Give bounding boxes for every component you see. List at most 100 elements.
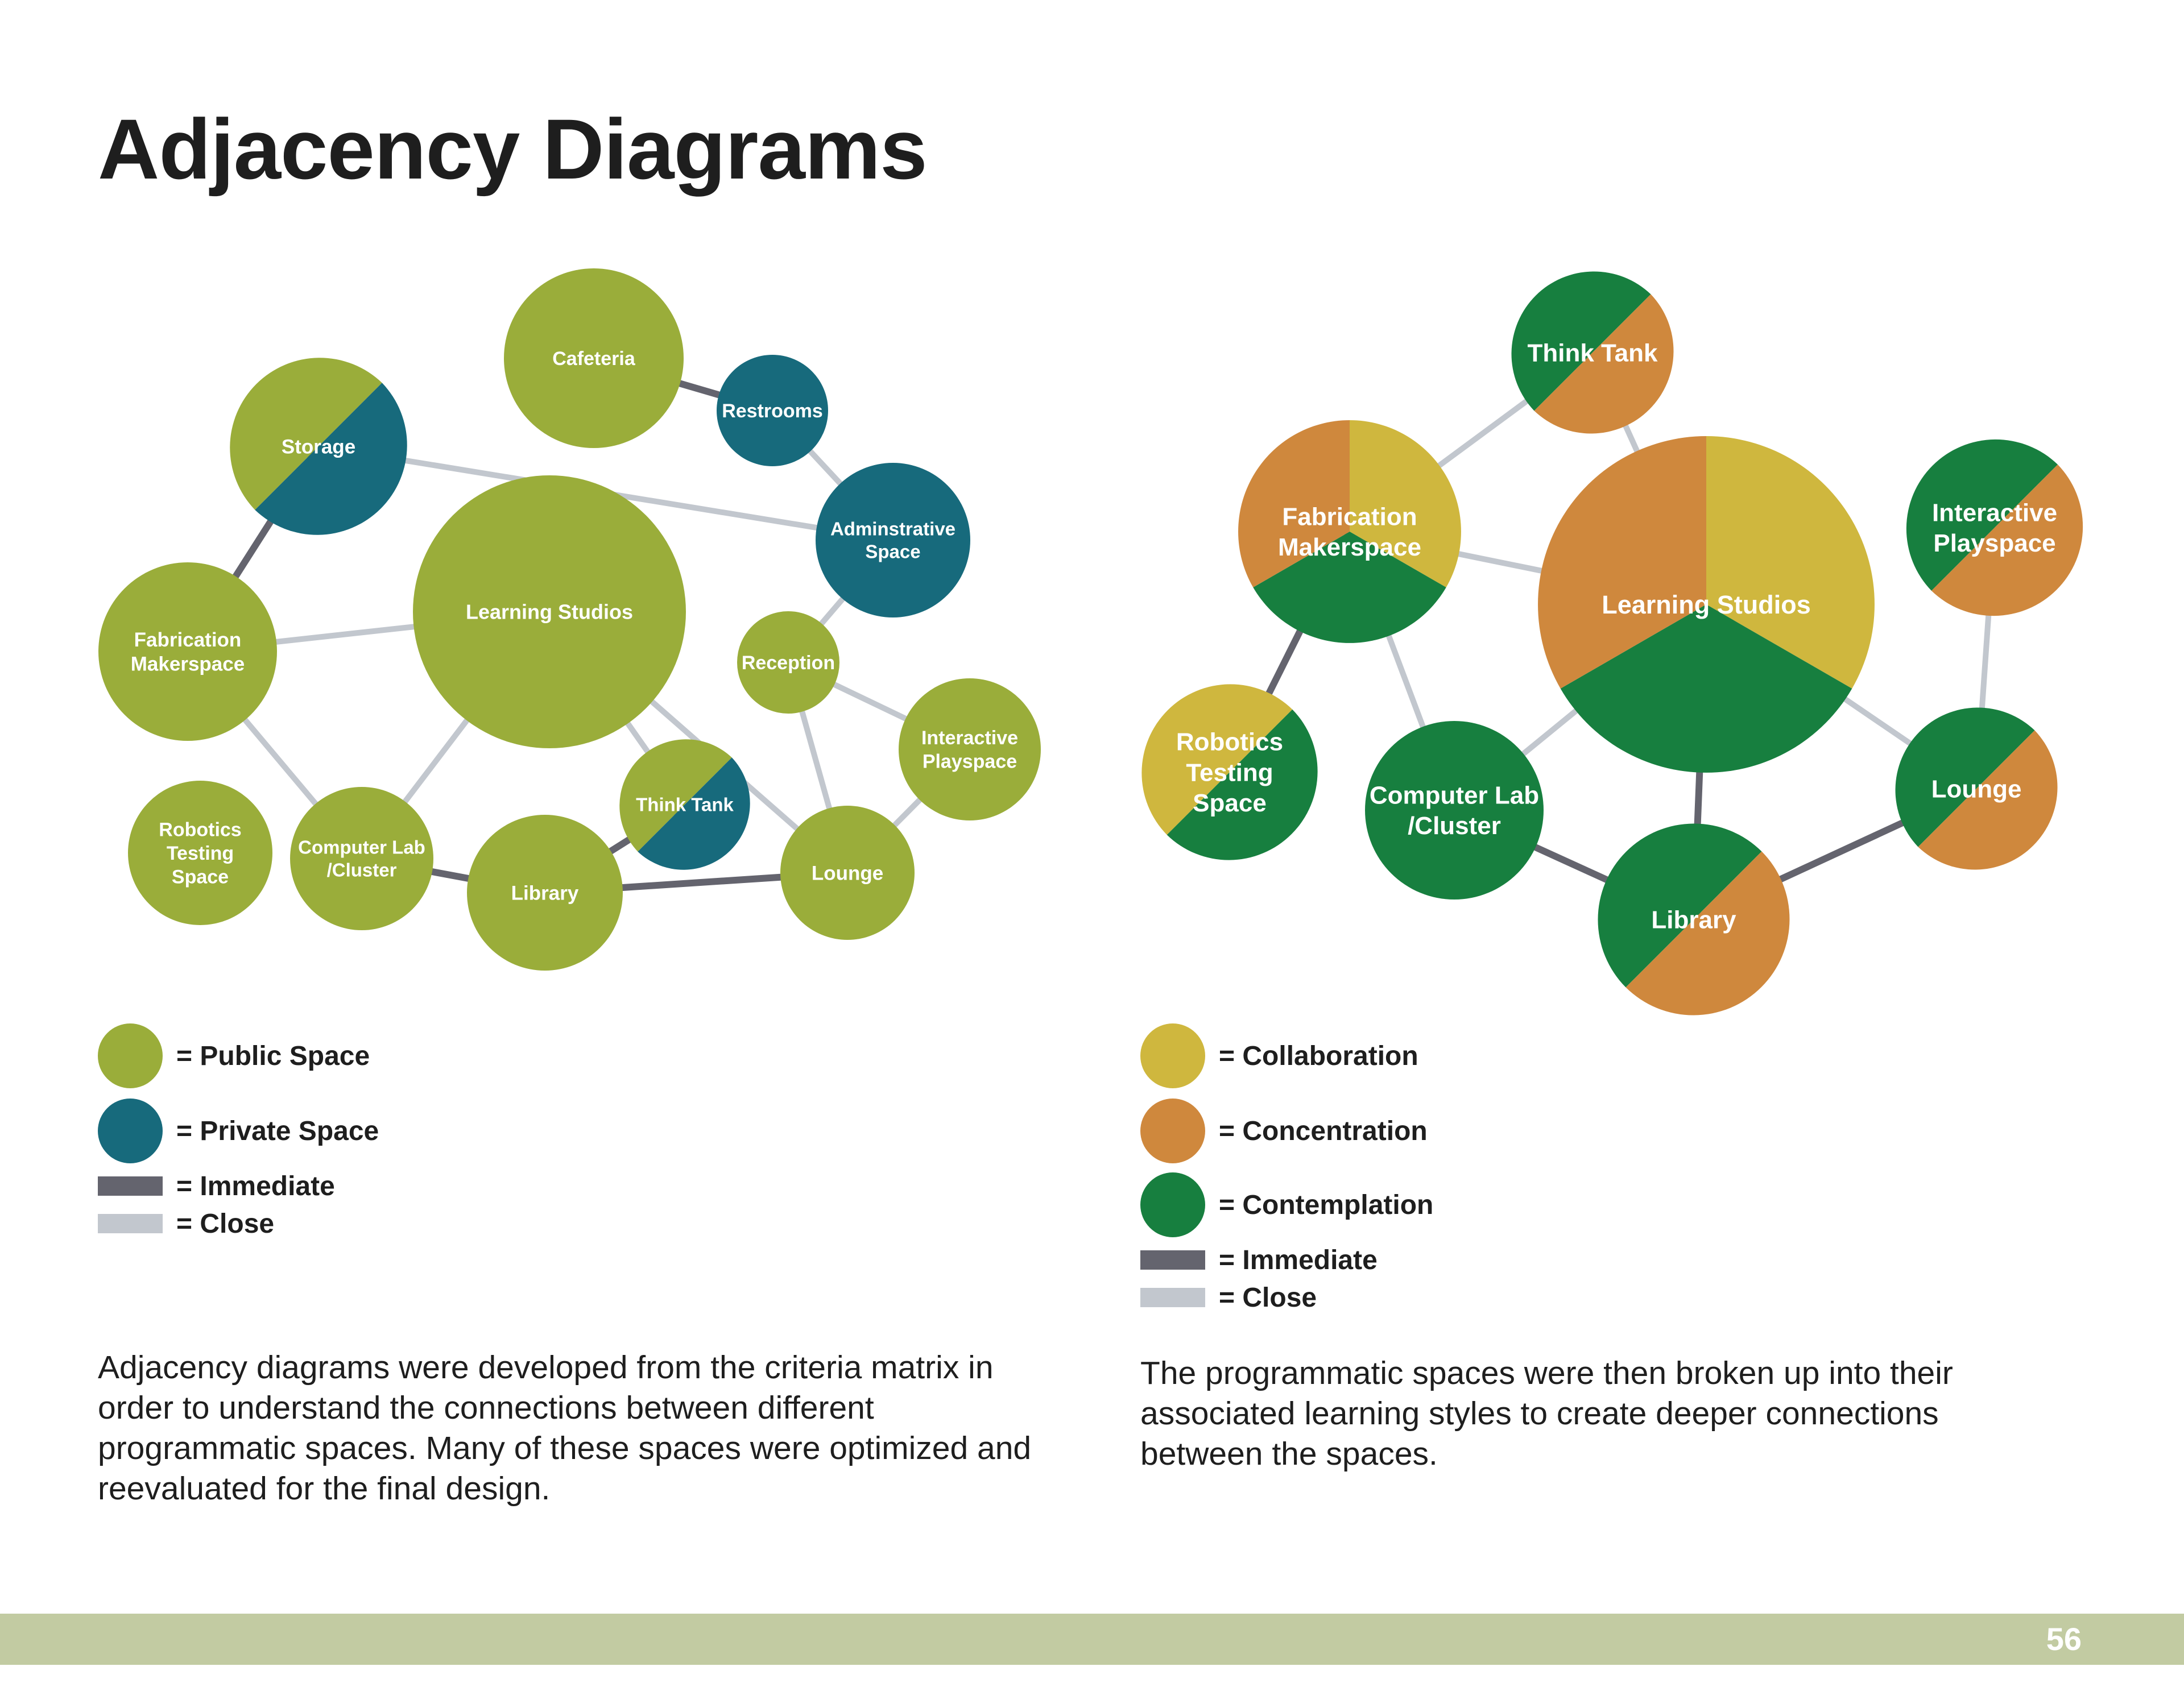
node-learning: Learning Studios (413, 475, 686, 748)
legend-item-close: = Close (98, 1207, 274, 1241)
close-swatch (1140, 1288, 1205, 1307)
node-circle (98, 562, 277, 741)
node-sector-collaboration (1350, 420, 1461, 587)
node-half-private (638, 757, 750, 870)
node-circle (128, 781, 272, 925)
close-swatch (98, 1214, 163, 1233)
node-sector-concentration (1238, 420, 1350, 587)
legend-label: = Concentration (1219, 1116, 1428, 1146)
node-circle (717, 355, 828, 466)
node-sector-concentration (1538, 436, 1706, 689)
node-label-computer: /Cluster (327, 860, 397, 881)
node-computer: Computer Lab/Cluster (290, 787, 433, 930)
node-label-computer: Computer Lab (1370, 782, 1539, 810)
private-space-swatch (98, 1099, 163, 1163)
node-label-computer: Computer Lab (298, 836, 425, 857)
node-label-admin: Space (865, 541, 920, 562)
node-label-robotics: Space (172, 866, 229, 888)
node-circle (413, 475, 686, 748)
legend-label: = Public Space (176, 1041, 370, 1071)
node-lounge: Lounge (1895, 707, 2058, 870)
node-half-contemplation (1511, 271, 1651, 411)
legend-item-private-space: = Private Space (98, 1099, 379, 1163)
node-cafeteria: Cafeteria (504, 268, 684, 448)
immediate-swatch (98, 1176, 163, 1196)
node-half-private (255, 383, 407, 535)
concentration-swatch (1140, 1099, 1205, 1163)
node-label-library: Library (511, 882, 579, 904)
legend-item-public-space: = Public Space (98, 1023, 370, 1088)
legend-label: = Immediate (1219, 1245, 1378, 1275)
node-label-cafeteria: Cafeteria (552, 348, 636, 370)
node-reception: Reception (737, 611, 839, 714)
node-library: Library (1598, 823, 1790, 1015)
node-label-computer: /Cluster (1408, 812, 1501, 840)
node-thinktank: Think Tank (619, 739, 750, 870)
node-half-collaboration (1141, 684, 1293, 835)
node-label-robotics: Testing (1186, 758, 1273, 786)
legend-item-concentration: = Concentration (1140, 1099, 1428, 1163)
node-label-interactive: Playspace (1933, 529, 2055, 557)
node-circle (737, 611, 839, 714)
node-restrooms: Restrooms (717, 355, 828, 466)
legend-item-collaboration: = Collaboration (1140, 1023, 1418, 1088)
node-learning: Learning Studios (1538, 436, 1875, 773)
node-label-thinktank: Think Tank (1528, 339, 1658, 367)
node-label-storage: Storage (282, 436, 355, 458)
node-label-library: Library (1651, 906, 1736, 934)
page-title: Adjacency Diagrams (98, 101, 928, 197)
public-space-swatch (98, 1023, 163, 1088)
node-half-concentration (1534, 294, 1674, 434)
node-half-concentration (1625, 851, 1790, 1015)
description-right: The programmatic spaces were then broken… (1140, 1355, 1953, 1472)
node-storage: Storage (230, 358, 407, 535)
node-label-fabrication: Fabrication (134, 629, 242, 651)
node-label-robotics: Robotics (1176, 728, 1283, 756)
node-half-contemplation (1906, 439, 2058, 591)
immediate-swatch (1140, 1250, 1205, 1270)
node-half-contemplation (1895, 707, 2035, 847)
node-half-contemplation (1167, 709, 1318, 860)
node-circle (780, 806, 915, 940)
legend-label: = Close (176, 1208, 275, 1239)
node-label-fabrication: Makerspace (1278, 533, 1421, 561)
legend-label: = Close (1219, 1282, 1317, 1313)
node-label-robotics: Testing (167, 843, 234, 864)
node-label-fabrication: Fabrication (1282, 503, 1417, 531)
node-label-robotics: Robotics (159, 819, 241, 840)
legend-item-immediate: = Immediate (1140, 1243, 1378, 1277)
node-label-interactive: Playspace (923, 751, 1017, 773)
node-half-contemplation (1598, 823, 1762, 988)
page-number: 56 (2046, 1621, 2082, 1657)
node-circle (816, 463, 970, 617)
node-label-learning: Learning Studios (466, 600, 633, 624)
node-label-admin: Adminstrative (830, 518, 956, 539)
legend-label: = Contemplation (1219, 1189, 1434, 1220)
node-half-public (619, 739, 732, 852)
node-label-reception: Reception (742, 652, 835, 674)
node-half-public (230, 358, 382, 510)
nodes: CafeteriaRestroomsStorageAdminstrativeSp… (98, 268, 1041, 971)
node-label-lounge: Lounge (1931, 775, 2022, 803)
node-lounge: Lounge (780, 806, 915, 940)
legend-item-immediate: = Immediate (98, 1169, 335, 1203)
node-circle (504, 268, 684, 448)
node-label-fabrication: Makerspace (131, 653, 245, 675)
node-label-restrooms: Restrooms (722, 400, 823, 422)
legend-item-contemplation: = Contemplation (1140, 1172, 1433, 1237)
node-circle (1365, 721, 1544, 900)
node-thinktank: Think Tank (1511, 271, 1674, 434)
node-sector-contemplation (1253, 532, 1446, 643)
node-half-concentration (1931, 465, 2083, 616)
node-circle (899, 678, 1041, 820)
node-label-thinktank: Think Tank (636, 794, 734, 815)
node-library: Library (467, 815, 623, 971)
legend-item-close: = Close (1140, 1280, 1317, 1315)
